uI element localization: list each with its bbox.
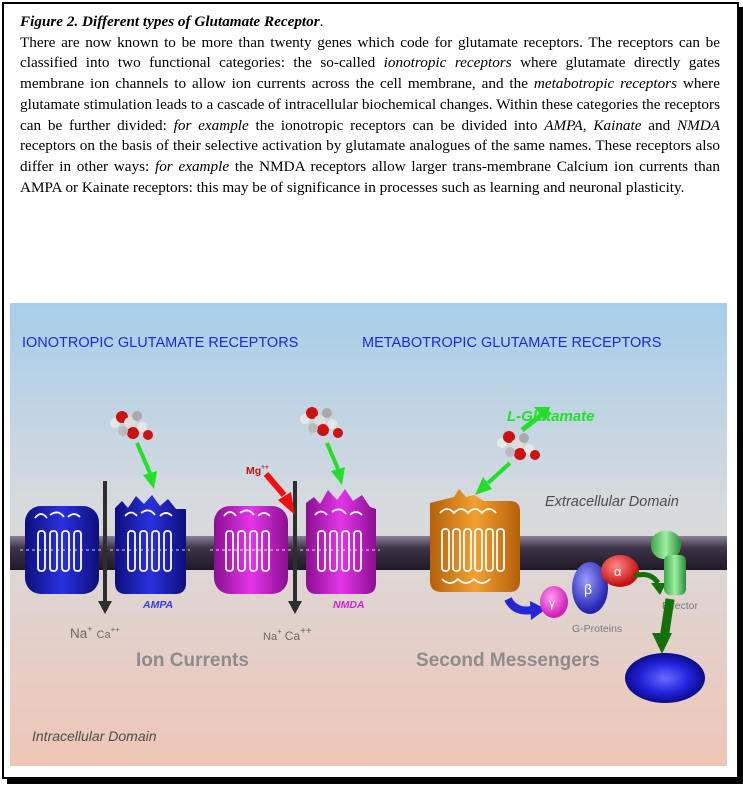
second-messenger-blob — [625, 653, 705, 703]
ampa-receptor — [20, 495, 190, 594]
caption-text: where glutamate directly gates membrane … — [20, 54, 721, 93]
l-glutamate-pointer-head — [534, 407, 550, 421]
glutamate-molecule-metabotropic — [497, 431, 540, 460]
caption-term: for example — [154, 157, 230, 175]
glutamate-molecule-ampa — [110, 411, 153, 440]
ampa-label: AMPA — [142, 599, 173, 611]
nmda-label: NMDA — [333, 599, 365, 611]
nmda-subunit-right — [306, 489, 376, 594]
second-messengers-label: Second Messengers — [416, 650, 600, 671]
caption-text: the NMDA receptors allow larger trans-me… — [20, 157, 721, 196]
glutamate-arrowhead-metabotropic — [475, 477, 492, 495]
caption-term: for example — [173, 116, 249, 134]
caption-term: AMPA — [544, 116, 583, 134]
glutamate-arrow-metabotropic — [486, 461, 512, 485]
receptor-diagram: IONOTROPIC GLUTAMATE RECEPTORS METABOTRO… — [10, 303, 727, 766]
ionotropic-heading: IONOTROPIC GLUTAMATE RECEPTORS — [22, 335, 298, 351]
nmda-calcium-charge: ++ — [300, 626, 312, 637]
nmda-subunit-left — [214, 506, 288, 594]
glutamate-arrow-ampa — [135, 442, 152, 474]
extracellular-label: Extracellular Domain — [545, 494, 679, 510]
caption-title: Figure 2. Different types of Glutamate R… — [20, 13, 320, 30]
glutamate-molecule-nmda — [300, 407, 343, 438]
l-glutamate-pointer — [520, 411, 546, 432]
ampa-sodium-charge: + — [87, 624, 92, 634]
nmda-channel-arrowhead — [288, 601, 302, 614]
nmda-calcium-symbol: Ca — [285, 629, 301, 643]
glutamate-arrowhead-nmda — [331, 467, 345, 485]
caption-text: where glutamate stimulation leads to a c… — [20, 75, 720, 134]
mg-symbol: Mg — [246, 465, 261, 477]
caption-text: the ionotropic receptors can be divided … — [248, 116, 545, 134]
mg-arrowhead — [278, 492, 295, 515]
g-protein-gamma — [540, 586, 568, 618]
effector-to-messenger-arrow — [659, 598, 675, 640]
caption-text: and — [641, 116, 677, 134]
ampa-ions: Na+ Ca++ — [70, 624, 120, 641]
alpha-symbol: α — [614, 564, 622, 579]
caption-term: NMDA — [676, 116, 720, 134]
mg-arrow — [263, 472, 287, 497]
beta-symbol: β — [584, 581, 592, 597]
nmda-sodium-symbol: Na — [263, 631, 278, 643]
glutamate-arrowhead-ampa — [143, 471, 157, 489]
metabotropic-heading: METABOTROPIC GLUTAMATE RECEPTORS — [362, 335, 661, 351]
mg-label: Mg++ — [246, 464, 269, 477]
effector-protein — [651, 531, 686, 595]
ampa-calcium-charge: ++ — [111, 625, 121, 634]
nmda-receptor — [210, 489, 380, 594]
g-proteins-label: G-Proteins — [572, 623, 622, 635]
mg-charge: ++ — [261, 464, 269, 471]
glutamate-arrow-nmda — [325, 442, 340, 470]
alpha-to-effector-arrowhead — [651, 583, 666, 595]
receptor-to-gprotein-arrowhead — [530, 601, 546, 620]
ampa-calcium-symbol: Ca — [97, 629, 112, 641]
ampa-sodium-symbol: Na — [70, 626, 88, 641]
caption-text: receptors on the basis of their selectiv… — [20, 137, 720, 175]
caption-text: , — [582, 116, 594, 134]
ion-currents-label: Ion Currents — [136, 650, 249, 671]
figure-caption: Figure 2. Different types of Glutamate R… — [20, 12, 720, 198]
caption-term: metabotropic receptors — [533, 75, 677, 93]
caption-term: Kainate — [593, 116, 642, 134]
effector-to-messenger-arrowhead — [652, 633, 672, 654]
caption-term: ionotropic receptors — [383, 54, 512, 72]
l-glutamate-label: L-Glutamate — [507, 408, 595, 425]
gamma-symbol: γ — [549, 596, 555, 610]
nmda-sodium-charge: + — [277, 627, 282, 636]
ampa-channel-arrowhead — [98, 601, 112, 614]
metabotropic-receptor — [430, 489, 520, 592]
receptor-diagram-svg: IONOTROPIC GLUTAMATE RECEPTORS METABOTRO… — [10, 335, 727, 744]
alpha-to-effector-arrow — [633, 572, 661, 585]
caption-title-period: . — [319, 13, 324, 30]
intracellular-label: Intracellular Domain — [32, 728, 157, 744]
g-protein-alpha — [601, 555, 639, 587]
g-protein-beta — [572, 562, 608, 614]
ampa-subunit-right — [115, 495, 186, 594]
caption-text: There are now known to be more than twen… — [20, 33, 720, 72]
nmda-ions: Na+Ca++ — [263, 626, 312, 643]
receptor-to-gprotein-arrow — [504, 596, 533, 615]
